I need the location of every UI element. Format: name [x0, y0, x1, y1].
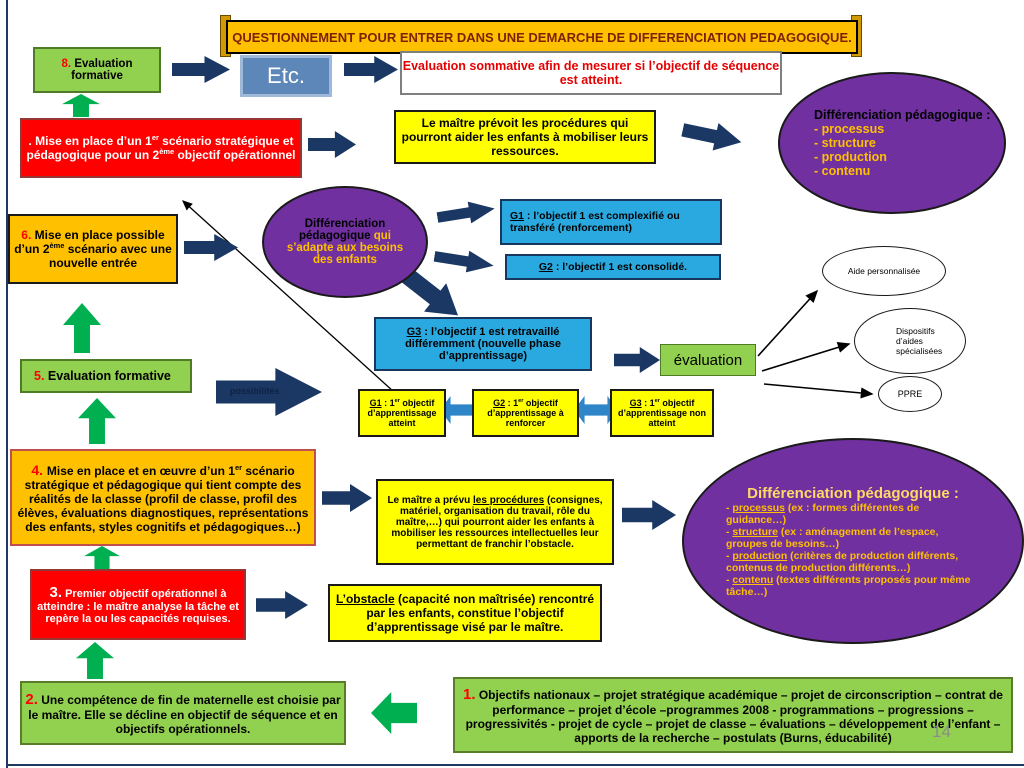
- node-2-competence: 2. Une compétence de fin de maternelle e…: [20, 681, 346, 745]
- node-7-scenario-2eme-objectif: . Mise en place d’un 1er scénario straté…: [20, 118, 302, 178]
- differenciation-types-title: Différenciation pédagogique :: [814, 108, 991, 122]
- page-number: 14: [932, 722, 951, 741]
- node-g1-complexifie: G1 : l’objectif 1 est complexifié ou tra…: [500, 199, 722, 245]
- node-g3-non-atteint: G3 : 1er objectif d’apprentissage non at…: [610, 389, 714, 437]
- differenciation-type-production: - production: [814, 150, 887, 164]
- node-dispositifs-aides: Dispositifs d’aides spécialisées: [854, 308, 966, 374]
- node-g3-retravaille: G3 : l’objectif 1 est retravaillé différ…: [374, 317, 592, 371]
- slide-bottom-border: [6, 764, 1024, 766]
- node-obstacle: L’obstacle (capacité non maîtrisée) renc…: [328, 584, 602, 642]
- flow-arrow-g3-to-evaluation: [614, 347, 660, 373]
- node-evaluation: évaluation: [660, 344, 756, 376]
- differenciation-detail-title: Différenciation pédagogique :: [747, 484, 959, 502]
- node-differenciation-adapte: Différenciation pédagogique qui s’adapte…: [262, 186, 428, 298]
- flow-arrow-up-4-to-5: [78, 398, 116, 444]
- arrow-label: possibilités: [230, 386, 280, 396]
- flow-arrow-up-7-to-8: [62, 94, 100, 117]
- node-8-evaluation-formative: 8. Evaluation formative: [33, 47, 161, 93]
- node-5-evaluation-formative: 5. Evaluation formative: [20, 359, 192, 393]
- slide-left-border: [6, 0, 8, 768]
- node-g2-a-renforcer: G2 : 1er objectif d’apprentissage à renf…: [472, 389, 579, 437]
- differenciation-type-processus: - processus: [814, 122, 885, 136]
- node-1-objectifs-nationaux: 1. Objectifs nationaux – projet stratégi…: [453, 677, 1013, 753]
- flow-arrow-ellipse-to-g1: [436, 198, 497, 229]
- flow-arrow-3-to-obstacle: [256, 591, 308, 619]
- node-etc: Etc.: [240, 55, 332, 97]
- node-differenciation-types: Différenciation pédagogique : - processu…: [778, 72, 1006, 214]
- flow-arrow-ellipse-to-g2: [433, 245, 496, 276]
- node-maitre-prevoit: Le maître prévoit les procédures qui pou…: [394, 110, 656, 164]
- flow-arrow-up-5-to-6: [63, 303, 101, 353]
- flow-arrow-up-3-to-4: [84, 546, 120, 569]
- node-aide-personnalisee: Aide personnalisée: [822, 246, 946, 296]
- flow-arrow-5-to-groups: possibilités: [216, 368, 322, 416]
- node-3-premier-objectif: 3. Premier objectif opérationnel à attei…: [30, 569, 246, 640]
- differenciation-detail-body: - processus (ex : formes différentes de …: [726, 501, 971, 598]
- flow-arrow-up-2-to-3: [76, 642, 114, 679]
- flow-arrow-6-to-ellipse: [184, 234, 238, 261]
- node-ppre: PPRE: [878, 376, 942, 412]
- flow-arrow-prevoit-to-types: [680, 116, 745, 156]
- slide-title: QUESTIONNEMENT POUR ENTRER DANS UNE DEMA…: [232, 29, 852, 45]
- differenciation-type-contenu: - contenu: [814, 164, 871, 178]
- title-banner: QUESTIONNEMENT POUR ENTRER DANS UNE DEMA…: [226, 20, 858, 54]
- flow-arrow-prevu-to-big-ellipse: [622, 500, 676, 530]
- node-maitre-a-prevu: Le maître a prévu les procédures (consig…: [376, 479, 614, 565]
- node-6-second-scenario: 6. Mise en place possible d’un 2ème scén…: [8, 214, 178, 284]
- flow-arrow-8-to-etc: [172, 56, 230, 83]
- differenciation-type-structure: - structure: [814, 136, 876, 150]
- flow-arrow-1-to-2: [371, 692, 417, 734]
- flow-arrow-7-to-prevoit: [308, 131, 356, 158]
- flow-arrow-etc-to-sommative: [344, 56, 398, 83]
- node-evaluation-sommative: Evaluation sommative afin de mesurer si …: [400, 51, 782, 95]
- node-4-premier-scenario: 4. Mise en place et en œuvre d’un 1er sc…: [10, 449, 316, 546]
- node-differenciation-detail: Différenciation pédagogique : - processu…: [682, 438, 1024, 644]
- flow-arrow-4-to-prevu: [322, 484, 372, 512]
- node-g2-consolide: G2 : l’objectif 1 est consolidé.: [505, 254, 721, 280]
- node-g1-atteint: G1 : 1er objectif d’apprentissage attein…: [358, 389, 446, 437]
